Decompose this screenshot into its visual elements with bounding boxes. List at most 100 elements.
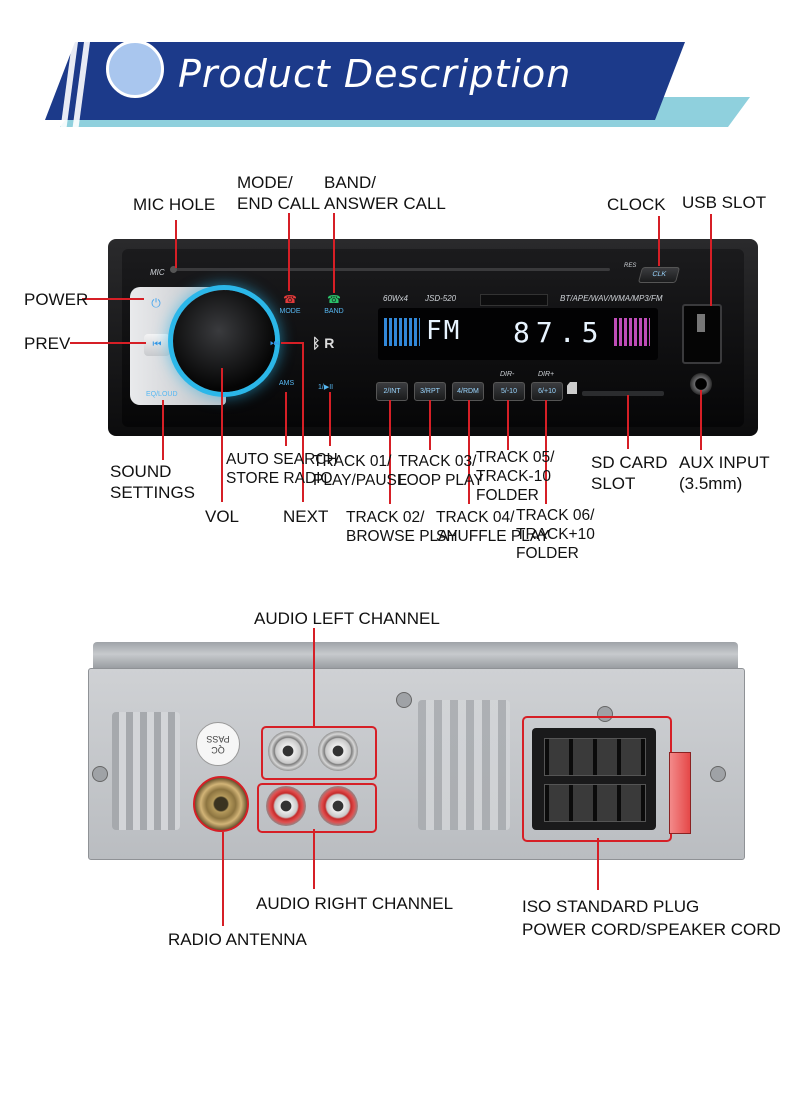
lcd-display: FM 87.5 xyxy=(378,308,658,360)
label-mode: MODE/ END CALL xyxy=(237,173,321,213)
rca-left-1[interactable] xyxy=(268,731,308,771)
label-auto-search: AUTO SEARCH STORE RADIO xyxy=(226,451,338,487)
display-frequency: 87.5 xyxy=(513,316,605,349)
band-button[interactable]: ☎ BAND xyxy=(322,290,346,315)
qc-pass-sticker: QC PASS xyxy=(196,722,240,766)
label-audio-left: AUDIO LEFT CHANNEL xyxy=(254,609,440,628)
mic-hole xyxy=(170,266,177,273)
callout-line-audio-right xyxy=(313,829,315,889)
screw-top xyxy=(396,692,412,708)
power-rating-text: 60Wx4 xyxy=(383,294,408,303)
mode-text: MODE xyxy=(279,308,301,315)
preset-button-2[interactable]: 2/INT xyxy=(376,382,408,401)
label-track05: TRACK 05/ TRACK-10 FOLDER xyxy=(476,449,555,504)
clock-button[interactable]: CLK xyxy=(637,267,681,283)
label-power: POWER xyxy=(24,290,89,309)
vent-slots-left xyxy=(112,712,180,830)
callout-line-sd xyxy=(627,395,629,449)
vent-slots-center xyxy=(418,700,510,830)
play-pause-button[interactable]: 1/▶II xyxy=(318,384,334,391)
preset-2-label: 2/INT xyxy=(383,388,401,395)
prev-button[interactable]: ⏮ xyxy=(144,334,170,356)
label-track01: TRACK 01/ PLAY/PAUSE xyxy=(313,453,408,489)
power-button[interactable]: ⏻ xyxy=(151,296,161,310)
answer-call-icon: ☎ xyxy=(327,294,341,306)
callout-line-iso xyxy=(597,838,599,890)
callout-line-sound xyxy=(162,400,164,460)
label-track06: TRACK 06/ TRACK+10 FOLDER xyxy=(516,507,595,562)
eq-loud-button[interactable]: EQ/LOUD xyxy=(146,391,178,398)
mode-button[interactable]: ☎ MODE xyxy=(278,290,302,315)
screw-iso xyxy=(597,706,613,722)
model-text: JSD-520 xyxy=(425,294,457,303)
mic-text: MIC xyxy=(150,268,165,277)
callout-line-next xyxy=(281,342,303,344)
callout-line-band xyxy=(333,213,335,293)
label-next: NEXT xyxy=(283,507,329,526)
rca-right-1[interactable] xyxy=(266,786,306,826)
preset-5-label: 5/-10 xyxy=(501,388,517,395)
dir-minus-text: DIR- xyxy=(500,371,515,378)
preset-button-6[interactable]: 6/+10 xyxy=(531,382,563,401)
callout-line-track05 xyxy=(507,400,509,450)
iso-connector[interactable] xyxy=(532,728,656,830)
label-iso-plug: ISO STANDARD PLUG POWER CORD/SPEAKER COR… xyxy=(522,897,781,939)
rca-left-2[interactable] xyxy=(318,731,358,771)
callout-line-aux xyxy=(700,390,702,450)
callout-line-audio-left xyxy=(313,628,315,726)
label-usb-slot: USB SLOT xyxy=(682,193,767,212)
eq-bars-left xyxy=(384,318,420,346)
label-mic-hole: MIC HOLE xyxy=(133,195,216,214)
preset-3-label: 3/RPT xyxy=(420,388,440,395)
ir-window xyxy=(480,294,548,306)
callout-line-clock xyxy=(658,216,660,266)
page-title: Product Description xyxy=(178,52,572,96)
callout-line-vol xyxy=(221,368,223,502)
label-audio-right: AUDIO RIGHT CHANNEL xyxy=(256,894,454,913)
callout-line-antenna xyxy=(222,832,224,926)
callout-line-next-v xyxy=(302,342,304,502)
iso-pins-top xyxy=(544,738,646,776)
clk-text: CLK xyxy=(651,271,667,278)
aux-input-jack[interactable] xyxy=(690,373,712,395)
callout-line-mode xyxy=(288,213,290,291)
label-sd-card-slot: SD CARD SLOT xyxy=(591,453,668,493)
display-band: FM xyxy=(426,316,462,346)
sd-card-icon xyxy=(567,382,577,394)
iso-pins-bottom xyxy=(544,784,646,822)
banner-circle-icon xyxy=(106,40,164,98)
callout-line-track06 xyxy=(545,400,547,504)
callout-line-track04 xyxy=(468,400,470,504)
preset-button-5[interactable]: 5/-10 xyxy=(493,382,525,401)
volume-knob[interactable] xyxy=(173,290,275,392)
ams-button[interactable]: AMS xyxy=(279,380,295,387)
bluetooth-logo-icon: ᛒ R xyxy=(312,335,335,351)
callout-line-mic xyxy=(175,220,177,268)
usb-port xyxy=(697,314,705,332)
screw-right xyxy=(710,766,726,782)
banner-stripes xyxy=(60,42,90,132)
callout-line-auto xyxy=(285,392,287,446)
radio-antenna-jack[interactable] xyxy=(193,776,249,832)
formats-text: BT/APE/WAV/WMA/MP3/FM xyxy=(560,294,663,303)
dir-plus-text: DIR+ xyxy=(538,371,555,378)
callout-line-track01 xyxy=(329,392,331,446)
preset-6-label: 6/+10 xyxy=(538,388,556,395)
label-track03: TRACK 03/ LOOP PLAY xyxy=(398,453,484,489)
label-aux-input: AUX INPUT (3.5mm) xyxy=(679,453,770,493)
end-call-icon: ☎ xyxy=(283,294,297,306)
screw-left xyxy=(92,766,108,782)
rca-right-2[interactable] xyxy=(318,786,358,826)
cd-slot xyxy=(170,268,610,271)
next-button[interactable]: ⏭ xyxy=(270,338,279,349)
preset-button-3[interactable]: 3/RPT xyxy=(414,382,446,401)
usb-slot[interactable] xyxy=(682,304,722,364)
eq-bars-right xyxy=(614,318,650,346)
sd-card-slot[interactable] xyxy=(582,391,664,396)
preset-button-4[interactable]: 4/RDM xyxy=(452,382,484,401)
label-vol: VOL xyxy=(205,507,240,526)
label-sound-settings: SOUND SETTINGS xyxy=(110,462,196,502)
rear-top-chassis xyxy=(93,642,738,672)
audio-left-box xyxy=(261,726,377,780)
callout-line-power xyxy=(82,298,144,300)
